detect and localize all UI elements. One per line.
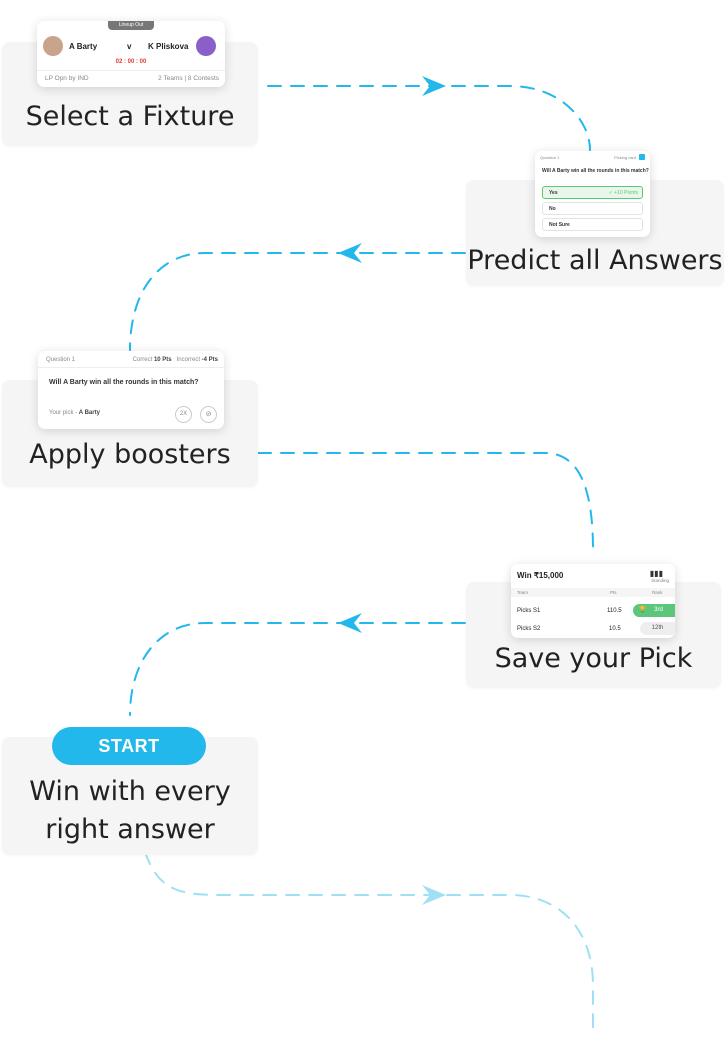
question-text: Will A Barty win all the rounds in this … xyxy=(542,168,649,174)
step-label: Apply boosters xyxy=(29,439,231,470)
rank-badge: 12th xyxy=(640,622,675,635)
player-avatar xyxy=(196,36,216,56)
rank-value: 3rd xyxy=(654,607,663,613)
teams-count: 2 Teams xyxy=(158,75,183,82)
player-avatar xyxy=(43,36,63,56)
standing-icon[interactable]: ▮▮▮ xyxy=(649,569,663,578)
team-pts: 110.5 xyxy=(607,608,622,614)
option-label: Yes xyxy=(549,190,558,196)
question-number: Question 1 xyxy=(46,357,76,363)
start-button[interactable]: START xyxy=(52,727,206,765)
points-value: +10 Points xyxy=(614,190,638,196)
league-name: LP Opn by IND xyxy=(45,75,89,82)
question-text: Will A Barty win all the rounds in this … xyxy=(49,379,199,386)
match-timer: 02 : 00 : 00 xyxy=(115,59,147,65)
lineup-badge: Lineup Out xyxy=(108,21,154,30)
team-name: Picks S1 xyxy=(517,608,541,614)
col-pts: Pts xyxy=(610,590,617,595)
rank-badge: 🏆 3rd xyxy=(633,604,675,617)
option-label: Not Sure xyxy=(549,222,570,228)
incorrect-pts: -4 Pts xyxy=(201,357,218,363)
team-b-name: K Pliskova xyxy=(148,42,189,51)
arrow-left-icon xyxy=(338,613,362,633)
option-label: No xyxy=(549,206,556,212)
check-icon: ✓ xyxy=(608,190,615,196)
step-label-line1: Win with every xyxy=(29,776,231,807)
option-no[interactable]: No xyxy=(542,202,643,215)
versus-label: v xyxy=(127,42,132,51)
arrow-right-icon xyxy=(422,76,446,96)
booster-shield-button[interactable]: ⊘ xyxy=(200,406,217,423)
arrow-left-icon xyxy=(338,243,362,263)
rank-value: 12th xyxy=(651,625,664,631)
points-info: Correct 10 Pts Incorrect -4 Pts xyxy=(133,357,218,363)
contests-count: 8 Contests xyxy=(187,75,219,82)
fixture-card[interactable]: Lineup Out A Barty v K Pliskova 02 : 00 … xyxy=(37,21,225,87)
arrow-right-icon xyxy=(422,885,446,905)
correct-pts: 10 Pts xyxy=(153,357,172,363)
option-yes[interactable]: Yes ✓ +10 Points xyxy=(542,186,643,199)
step-label: Save your Pick xyxy=(494,643,693,674)
card-icon xyxy=(639,154,645,160)
picking-label: Picking card xyxy=(614,155,636,160)
booster-card[interactable]: Question 1 Correct 10 Pts Incorrect -4 P… xyxy=(38,351,224,429)
teams-contests: 2 Teams | 8 Contests xyxy=(158,75,219,82)
option-points: ✓ +10 Points xyxy=(609,187,638,200)
col-team: Team xyxy=(517,590,529,595)
pick-value: A Barty xyxy=(78,410,100,416)
team-a-name: A Barty xyxy=(69,42,98,51)
prize-title: Win ₹15,000 xyxy=(517,571,564,580)
step-label: Predict all Answers xyxy=(467,245,723,276)
option-not-sure[interactable]: Not Sure xyxy=(542,218,643,231)
incorrect-label: Incorrect xyxy=(176,357,200,363)
your-pick: Your pick - A Barty xyxy=(49,410,100,416)
pick-label: Your pick - xyxy=(49,410,79,416)
booster-2x-button[interactable]: 2X xyxy=(175,406,192,423)
predict-card[interactable]: Question 1 Picking card Will A Barty win… xyxy=(535,151,650,237)
standing-label: Standing xyxy=(651,578,669,583)
team-name: Picks S2 xyxy=(517,626,541,632)
team-pts: 10.5 xyxy=(609,626,621,632)
step-label: Select a Fixture xyxy=(25,101,235,132)
trophy-icon: 🏆 xyxy=(639,607,647,613)
step-label-line2: right answer xyxy=(45,814,215,845)
question-number: Question 1 xyxy=(540,155,560,160)
leaderboard-card[interactable]: Win ₹15,000 ▮▮▮ Standing Team Pts Rank P… xyxy=(511,564,675,638)
col-rank: Rank xyxy=(652,590,663,595)
booster-icon: ⊘ xyxy=(205,411,212,418)
correct-label: Correct xyxy=(132,357,153,363)
